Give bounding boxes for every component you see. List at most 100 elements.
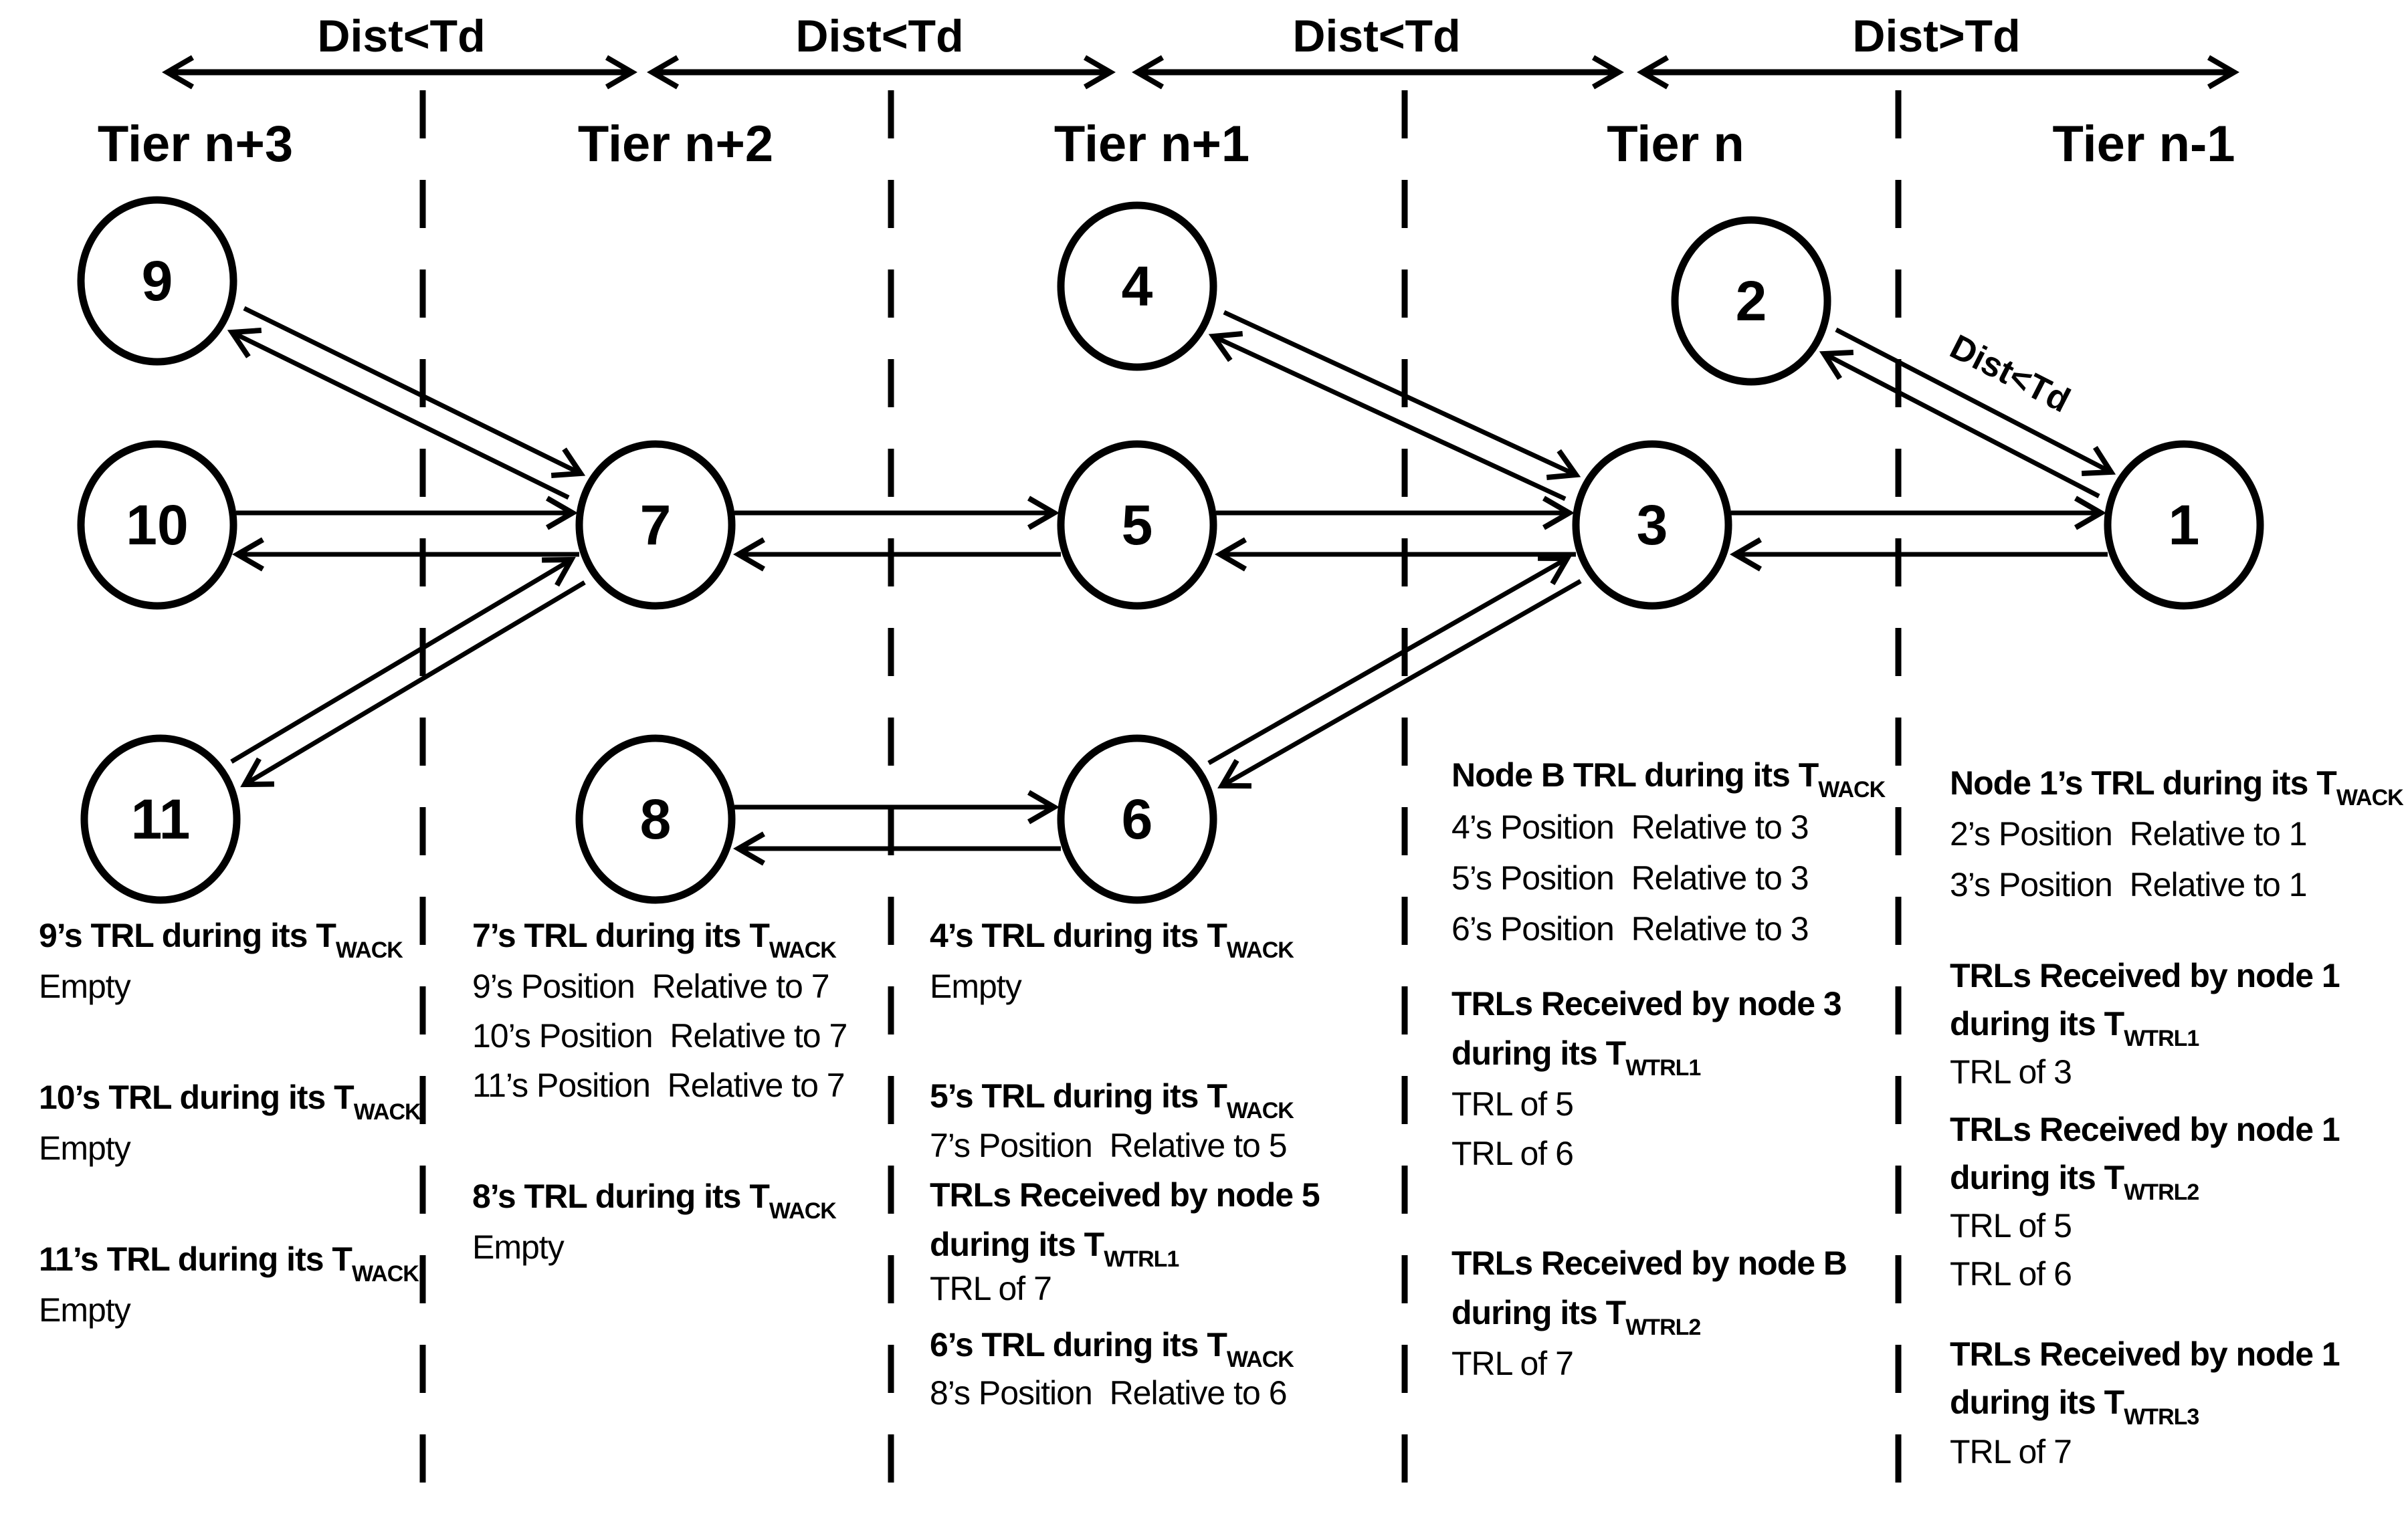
note-line: TRL of 6	[1950, 1253, 2072, 1297]
note-text: 6’s TRL during its T	[930, 1326, 1227, 1364]
note-line: 2’s Position Relative to 1	[1950, 813, 2307, 857]
note-text: TRL of 5	[1950, 1207, 2072, 1244]
note-line: 5’s TRL during its TWACK	[930, 1075, 1294, 1123]
note-line: 6’s TRL during its TWACK	[930, 1324, 1294, 1372]
note-line: 10’s TRL during its TWACK	[39, 1077, 421, 1125]
note-subscript: WACK	[769, 938, 837, 963]
node-circle-9	[77, 196, 237, 366]
note-line: 3’s Position Relative to 1	[1950, 864, 2307, 908]
distance-label-2: Dist<Td	[795, 11, 964, 62]
note-text: 11’s TRL during its T	[39, 1240, 353, 1278]
note-text: Node 1’s TRL during its T	[1950, 764, 2337, 802]
note-subscript: WACK	[1226, 1347, 1294, 1372]
node-circle-5	[1057, 440, 1217, 610]
node-label-1: 1	[2168, 494, 2200, 556]
note-text: 8’s Position Relative to 6	[930, 1374, 1287, 1412]
note-subscript: WTRL2	[1625, 1315, 1701, 1340]
tier-separators	[419, 90, 1902, 1501]
note-text: Node B TRL during its T	[1451, 756, 1819, 794]
note-subscript: WACK	[353, 1099, 421, 1125]
note-line: Empty	[472, 1226, 565, 1271]
note-text: Empty	[930, 968, 1022, 1005]
node-links	[227, 306, 2116, 866]
note-text: during its T	[1451, 1294, 1626, 1331]
note-subscript: WACK	[1226, 1098, 1294, 1123]
note-text: 9’s TRL during its T	[39, 917, 336, 954]
node-circle-2	[1671, 216, 1831, 386]
note-text: 10’s Position Relative to 7	[472, 1017, 847, 1055]
note-text: TRLs Received by node B	[1451, 1244, 1847, 1282]
note-line: TRLs Received by node 5	[930, 1174, 1320, 1218]
note-text: 6’s Position Relative to 3	[1451, 910, 1809, 948]
distance-label-1: Dist<Td	[317, 11, 486, 62]
note-text: during its T	[1950, 1159, 2124, 1196]
note-line: 9’s TRL during its TWACK	[39, 915, 403, 963]
link-7-to-11	[240, 580, 586, 788]
note-line: 7’s Position Relative to 5	[930, 1125, 1287, 1169]
link-4-to-3	[1223, 310, 1581, 481]
node-circle-6	[1057, 734, 1217, 904]
note-line: TRL of 5	[1950, 1205, 2072, 1249]
link-1-to-2	[1819, 349, 2100, 499]
node-circle-4	[1057, 201, 1217, 371]
note-line: during its TWTRL1	[930, 1224, 1179, 1272]
note-text: TRL of 7	[930, 1270, 1052, 1307]
link-11-to-7	[230, 556, 576, 764]
note-text: TRL of 5	[1451, 1085, 1574, 1123]
note-text: 11’s Position Relative to 7	[472, 1067, 845, 1104]
note-text: during its T	[1950, 1005, 2124, 1043]
node-circles	[77, 196, 2264, 904]
note-subscript: WTRL1	[2124, 1026, 2199, 1051]
note-text: TRL of 6	[1451, 1135, 1574, 1172]
node-label-8: 8	[639, 788, 672, 851]
note-text: 2’s Position Relative to 1	[1950, 815, 2307, 853]
node-circle-7	[575, 440, 736, 610]
note-line: TRLs Received by node 1	[1950, 1109, 2340, 1153]
note-subscript: WACK	[2336, 785, 2404, 810]
note-line: TRLs Received by node 3	[1451, 983, 1842, 1027]
note-text: 5’s TRL during its T	[930, 1077, 1227, 1115]
note-line: during its TWTRL2	[1950, 1157, 2199, 1205]
link-3-to-4	[1208, 330, 1567, 502]
note-line: Empty	[930, 966, 1022, 1010]
note-subscript: WACK	[335, 938, 403, 963]
note-line: Empty	[39, 1289, 131, 1333]
note-line: TRL of 5	[1451, 1083, 1574, 1127]
note-text: TRL of 7	[1451, 1345, 1574, 1382]
note-line: 8’s Position Relative to 6	[930, 1372, 1287, 1416]
node-label-7: 7	[639, 494, 672, 556]
note-line: TRLs Received by node 1	[1950, 1333, 2340, 1378]
note-text: TRLs Received by node 1	[1950, 957, 2340, 994]
note-text: 10’s TRL during its T	[39, 1079, 355, 1116]
note-subscript: WTRL2	[2124, 1180, 2199, 1205]
node-label-11: 11	[130, 788, 191, 851]
note-line: 4’s TRL during its TWACK	[930, 915, 1294, 963]
note-text: 5’s Position Relative to 3	[1451, 859, 1809, 897]
tier-header-n-minus-1: Tier n-1	[2052, 116, 2235, 173]
note-line: 9’s Position Relative to 7	[472, 966, 829, 1010]
node-label-2: 2	[1735, 269, 1767, 332]
node-circle-11	[80, 734, 241, 904]
note-subscript: WACK	[769, 1198, 837, 1224]
note-text: Empty	[472, 1228, 565, 1266]
node-circle-8	[575, 734, 736, 904]
note-line: Empty	[39, 1127, 131, 1172]
note-line: Empty	[39, 966, 131, 1010]
note-line: 8’s TRL during its TWACK	[472, 1176, 837, 1224]
note-text: TRLs Received by node 1	[1950, 1335, 2340, 1373]
note-line: 6’s Position Relative to 3	[1451, 908, 1809, 952]
tier-header-n-plus-2: Tier n+2	[577, 116, 774, 173]
note-line: TRL of 6	[1451, 1133, 1574, 1177]
node-label-10: 10	[126, 494, 189, 556]
link-7-to-9	[227, 328, 570, 500]
tier-header-n: Tier n	[1607, 116, 1744, 173]
note-text: TRLs Received by node 5	[930, 1176, 1320, 1214]
node-label-5: 5	[1121, 494, 1153, 556]
note-text: 7’s TRL during its T	[472, 917, 770, 954]
note-line: during its TWTRL3	[1950, 1382, 2199, 1430]
note-text: TRL of 6	[1950, 1255, 2072, 1293]
note-line: TRL of 7	[1950, 1431, 2072, 1475]
note-line: TRLs Received by node 1	[1950, 955, 2340, 999]
note-text: Empty	[39, 1291, 131, 1329]
